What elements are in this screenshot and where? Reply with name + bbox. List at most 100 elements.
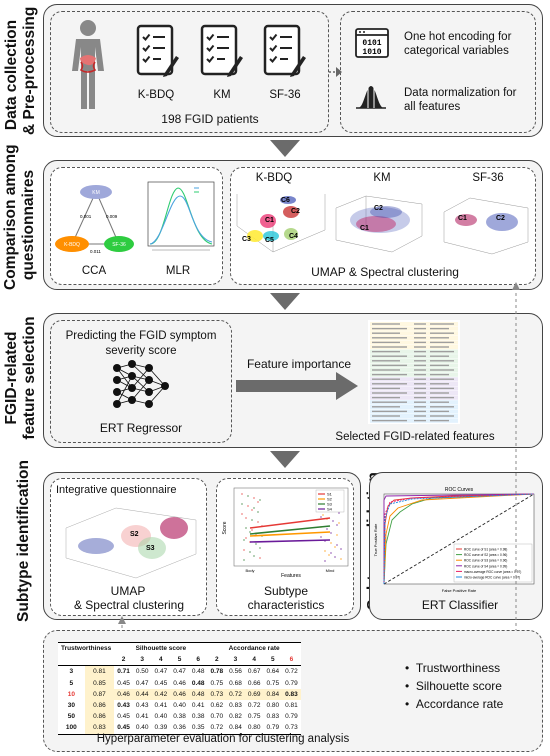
table-cell: 0.62 bbox=[210, 702, 224, 710]
roc-diagonal bbox=[383, 493, 535, 585]
roc-title: ROC Curves bbox=[445, 487, 474, 493]
scatter-point bbox=[241, 513, 243, 515]
feature-row-text bbox=[372, 364, 407, 367]
feature-row-text bbox=[414, 355, 426, 357]
table-header: 4 bbox=[244, 654, 264, 667]
scatter-point bbox=[253, 497, 255, 499]
scatter-point bbox=[326, 528, 328, 530]
scatter-point bbox=[324, 550, 326, 552]
feature-row-text bbox=[372, 406, 400, 408]
table-cell: 0.72 bbox=[285, 668, 298, 676]
feature-row-text bbox=[414, 401, 426, 403]
feature-row-text bbox=[372, 410, 407, 413]
feature-row-text bbox=[372, 401, 407, 403]
feature-row-text bbox=[372, 373, 407, 376]
feature-row-text bbox=[430, 327, 449, 330]
predict-text-line2: severity score bbox=[105, 345, 177, 357]
scatter-point bbox=[245, 537, 247, 539]
feature-row-text bbox=[430, 341, 454, 344]
umap-integrative-label-line2: & Spectral clustering bbox=[73, 598, 185, 612]
cluster-label: C6 bbox=[281, 197, 290, 204]
questionnaire-icon-km bbox=[200, 24, 243, 77]
table-cell: 0.69 bbox=[244, 688, 264, 700]
table-cell: 0.48 bbox=[191, 679, 205, 687]
cca-value: 0.001 bbox=[80, 214, 92, 219]
table-header bbox=[58, 654, 85, 667]
table-header: 3 bbox=[226, 654, 245, 667]
scatter-point bbox=[338, 512, 340, 514]
feature-row-text bbox=[414, 415, 426, 417]
table-cell: 0.84 bbox=[226, 722, 245, 735]
scatter-point bbox=[320, 536, 322, 538]
legend-label: ROC curve of S3 (area = 0.96) bbox=[464, 559, 507, 563]
cluster-label: C5 bbox=[265, 237, 274, 244]
feature-row-text bbox=[372, 387, 400, 390]
scatter-point bbox=[334, 546, 336, 548]
roc-curve-s3 bbox=[383, 493, 535, 585]
roc-y-label: True Positive Rate bbox=[373, 523, 378, 557]
table-cell: 0.43 bbox=[117, 702, 130, 710]
table-header: Silhouette score bbox=[114, 642, 208, 655]
scatter-point bbox=[320, 516, 322, 518]
table-cell: 0.72 bbox=[247, 702, 261, 710]
table-header: 5 bbox=[170, 654, 189, 667]
table-cell: 0.41 bbox=[154, 702, 168, 710]
feature-row-text bbox=[414, 378, 426, 380]
table-cell: 0.41 bbox=[135, 713, 149, 721]
ert-regressor-label: ERT Regressor bbox=[99, 421, 183, 435]
distribution-icon bbox=[356, 86, 386, 109]
feature-row-text bbox=[414, 360, 426, 362]
scatter-point bbox=[253, 507, 255, 509]
table-header: 3 bbox=[132, 654, 152, 667]
table-cell: 0.86 bbox=[84, 699, 115, 712]
table-cell: 0.79 bbox=[285, 679, 298, 687]
table-cell: 0.46 bbox=[114, 688, 133, 700]
feature-row-text bbox=[414, 327, 426, 330]
cca-value: 0.011 bbox=[90, 249, 101, 254]
table-cell: 0.45 bbox=[117, 713, 130, 721]
feature-row-text bbox=[430, 383, 449, 385]
table-cell: 0.46 bbox=[170, 688, 189, 700]
umap-title-km: KM bbox=[373, 172, 391, 184]
umap-plot-km: C2 C1 bbox=[335, 195, 423, 253]
feature-row-text bbox=[414, 323, 426, 325]
questionnaire-icon-sf36 bbox=[263, 24, 306, 77]
chart-x-label: Features bbox=[281, 573, 301, 579]
feature-row-text bbox=[414, 364, 426, 367]
right-arrow-icon bbox=[236, 372, 358, 400]
feature-row-text bbox=[372, 369, 400, 371]
mlr-plot bbox=[147, 181, 215, 251]
table-cell: 0.47 bbox=[135, 679, 149, 687]
table-cell: 0.40 bbox=[173, 702, 186, 710]
table-cell: 0.39 bbox=[151, 722, 171, 735]
cca-node-km bbox=[80, 185, 112, 199]
feature-row-text bbox=[414, 387, 426, 390]
umap-title-sf36: SF-36 bbox=[472, 172, 504, 184]
cca-node-km-label: KM bbox=[92, 190, 100, 196]
table-cell: 0.72 bbox=[226, 688, 245, 700]
table-header: 4 bbox=[151, 654, 171, 667]
scatter-point bbox=[334, 556, 336, 558]
table-cell: 0.81 bbox=[285, 702, 298, 710]
ensemble-network-icon bbox=[113, 360, 169, 408]
cca-node-sf36 bbox=[104, 236, 134, 252]
cca-label: CCA bbox=[81, 265, 107, 277]
subtype-characteristics-label-line2: characteristics bbox=[247, 598, 325, 612]
table-cell: 0.72 bbox=[207, 722, 227, 735]
questionnaire-label-km: KM bbox=[213, 89, 231, 101]
scatter-point bbox=[340, 548, 342, 550]
normalization-text: Data normalization for all features bbox=[404, 87, 517, 113]
feature-row-text bbox=[372, 350, 400, 353]
table-cell: 0.48 bbox=[191, 668, 205, 676]
ert-regressor-box bbox=[50, 320, 232, 443]
scatter-point bbox=[255, 543, 257, 545]
table-header: 5 bbox=[263, 654, 283, 667]
series-line bbox=[249, 531, 331, 537]
scatter-point bbox=[332, 520, 334, 522]
feature-row-text bbox=[430, 410, 449, 413]
scatter-point bbox=[241, 503, 243, 505]
series-line bbox=[249, 517, 331, 529]
scatter-point bbox=[257, 521, 259, 523]
